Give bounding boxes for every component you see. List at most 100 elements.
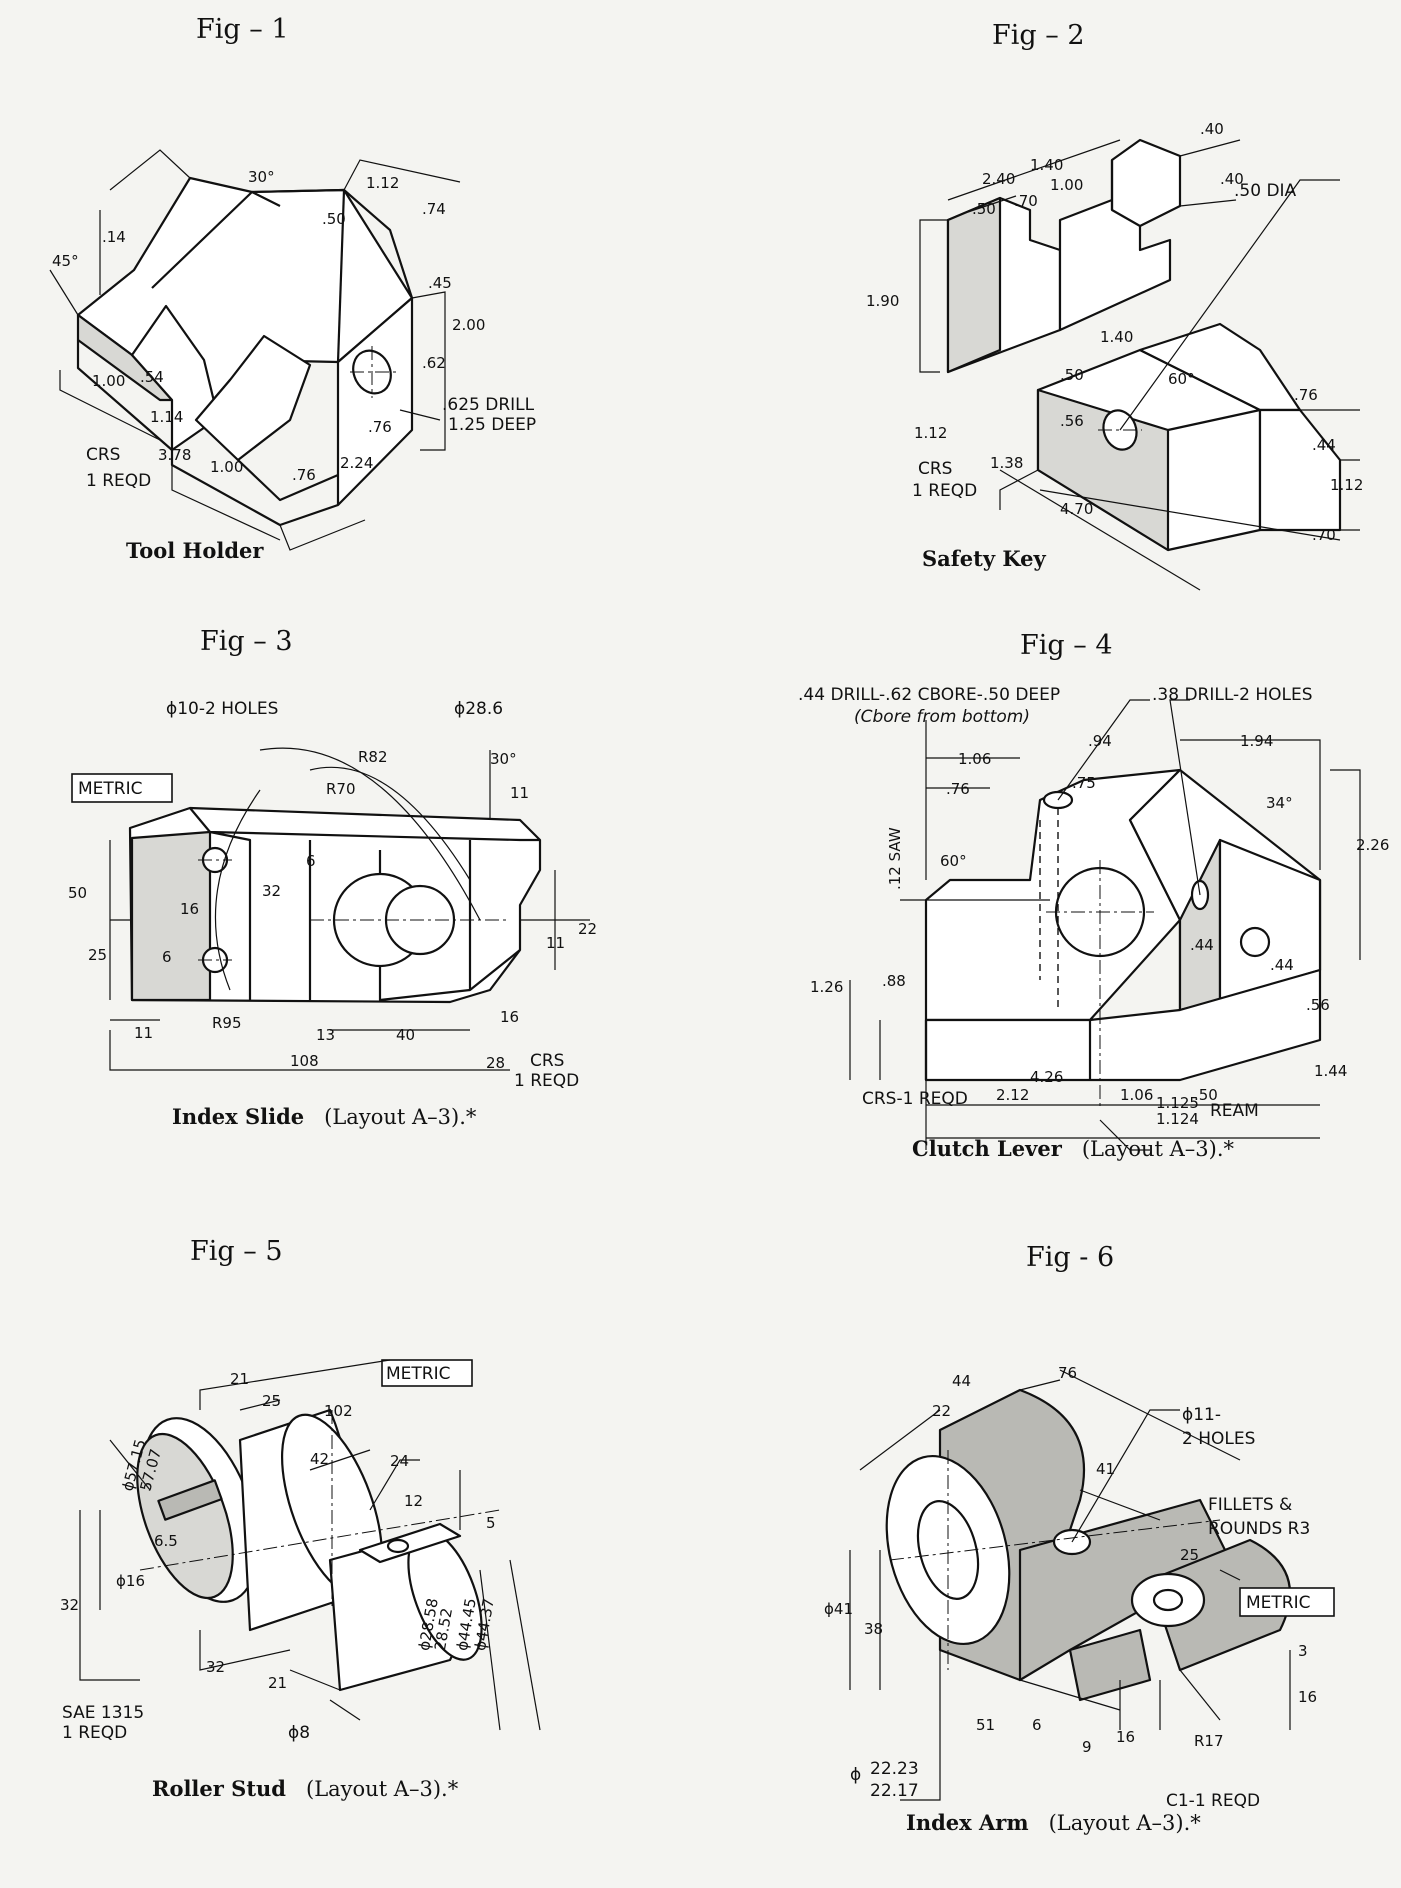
- fig6-bore-min: 22.17: [870, 1781, 919, 1801]
- fig2-quantity: 1 REQD: [912, 481, 977, 501]
- fig1-dim-224: 2.24: [340, 454, 373, 472]
- fig4-dim-50: .50: [1194, 1086, 1218, 1104]
- fig4-caption-layout: (Layout A–3).*: [1081, 1137, 1235, 1161]
- fig5-dim-32: 32: [60, 1596, 79, 1614]
- fig4-dim-226: 2.26: [1356, 836, 1389, 854]
- fig2-safety-key-drawing: 2.40 1.40 1.00 .50 .70 .40 .40 1.90 .50 …: [866, 120, 1363, 591]
- fig4-drill-holes: .38 DRILL-2 HOLES: [1152, 685, 1313, 705]
- fig5-dim-25: 25: [262, 1392, 281, 1410]
- fig1-drill-depth: 1.25 DEEP: [448, 415, 536, 435]
- fig6-dim-38: 38: [864, 1620, 883, 1638]
- fig5-dim-102: 102: [324, 1402, 353, 1420]
- fig3-r95: R95: [212, 1014, 242, 1032]
- fig6-holes-dia: ϕ11-: [1182, 1405, 1221, 1425]
- fig2-dim-240: 2.40: [982, 170, 1015, 188]
- fig1-dim-100: 1.00: [92, 372, 125, 390]
- fig3-dim-30deg: 30°: [490, 750, 517, 768]
- fig5-title: Fig – 5: [190, 1236, 283, 1267]
- fig4-saw-note: .12 SAW: [886, 827, 904, 890]
- fig2-dim-470: 4.70: [1060, 500, 1093, 518]
- fig4-dim-34deg: 34°: [1266, 794, 1293, 812]
- fig6-dim-16b: 16: [1116, 1728, 1135, 1746]
- fig4-ream-note: REAM: [1210, 1101, 1259, 1121]
- fig3-dim-11b: 11: [546, 934, 565, 952]
- fig3-r70: R70: [326, 780, 356, 798]
- fig6-holes-count: 2 HOLES: [1182, 1429, 1255, 1449]
- fig1-dim-30deg: 30°: [248, 168, 275, 186]
- fig5-dim-65: 6.5: [154, 1532, 178, 1550]
- fig1-dim-200: 2.00: [452, 316, 485, 334]
- fig4-dim-106: 1.06: [958, 750, 991, 768]
- fig5-caption-wrap: Roller Stud (Layout A–3).*: [152, 1776, 458, 1801]
- fig1-quantity: 1 REQD: [86, 471, 151, 491]
- fig6-dim-9: 9: [1082, 1738, 1092, 1756]
- fig2-dia-note: .50 DIA: [1234, 181, 1297, 201]
- fig6-dim-41b: ϕ41: [824, 1600, 853, 1618]
- fig4-dim-60deg: 60°: [940, 852, 967, 870]
- fig4-dim-126: 1.26: [810, 978, 843, 996]
- fig2-dim-76: .76: [1294, 386, 1318, 404]
- fig5-caption: Roller Stud: [152, 1776, 286, 1801]
- fig1-dim-50: .50: [322, 210, 346, 228]
- fig1-dim-378: 3.78: [158, 446, 191, 464]
- fig5-quantity: 1 REQD: [62, 1723, 127, 1743]
- fig4-ream-max: 1.125: [1156, 1094, 1199, 1112]
- fig5-dim-32b: 32: [206, 1658, 225, 1676]
- fig6-dim-6: 6: [1032, 1716, 1042, 1734]
- fig6-dim-16: 16: [1298, 1688, 1317, 1706]
- fig4-dim-106b: 1.06: [1120, 1086, 1153, 1104]
- fig5-dim-42: 42: [310, 1450, 329, 1468]
- fig5-dim-24: 24: [390, 1452, 409, 1470]
- fig3-dim-50: 50: [68, 884, 87, 902]
- fig3-caption-wrap: Index Slide (Layout A–3).*: [172, 1104, 476, 1129]
- fig6-dim-41: 41: [1096, 1460, 1115, 1478]
- fig2-title: Fig – 2: [992, 20, 1085, 51]
- fig1-dim-74: .74: [422, 200, 446, 218]
- fig4-drill-note: .44 DRILL-.62 CBORE-.50 DEEP: [798, 685, 1060, 705]
- fig2-dim-40b: .40: [1220, 170, 1244, 188]
- fig5-dim-12: 12: [404, 1492, 423, 1510]
- fig6-caption: Index Arm: [906, 1810, 1029, 1835]
- fig4-dim-44b: .44: [1270, 956, 1294, 974]
- fig3-title: Fig – 3: [200, 626, 293, 657]
- fig3-dim-11a: 11: [510, 784, 529, 802]
- fig6-caption-wrap: Index Arm (Layout A–3).*: [906, 1810, 1201, 1835]
- fig1-dim-54: .54: [140, 368, 164, 386]
- fig6-bore-symbol: ϕ: [850, 1765, 861, 1785]
- fig3-caption: Index Slide: [172, 1104, 305, 1129]
- fig2-dim-40a: .40: [1200, 120, 1224, 138]
- fig3-dim-28: 28: [486, 1054, 505, 1072]
- fig4-dim-94: .94: [1088, 732, 1112, 750]
- fig6-dim-25: 25: [1180, 1546, 1199, 1564]
- fig5-dim-16: ϕ16: [116, 1572, 145, 1590]
- fig5-material: SAE 1315: [62, 1703, 144, 1723]
- fig6-dim-51: 51: [976, 1716, 995, 1734]
- fig2-dim-44: .44: [1312, 436, 1336, 454]
- fig6-r17: R17: [1194, 1732, 1224, 1750]
- fig3-dim-11c: 11: [134, 1024, 153, 1042]
- fig3-dim-25: 25: [88, 946, 107, 964]
- fig1-tool-holder-drawing: 30° 45° .14 1.12 .74 .50 2.00 .62 .45 1.…: [49, 149, 536, 551]
- fig5-dim-21: 21: [230, 1370, 249, 1388]
- fig5-roller-stud-drawing: METRIC 21 25 102 42: [60, 1359, 541, 1743]
- fig3-r82: R82: [358, 748, 388, 766]
- fig3-holes-note: ϕ10-2 HOLES: [166, 699, 278, 719]
- fig3-material: CRS: [530, 1051, 564, 1071]
- fig3-dim-16: 16: [180, 900, 199, 918]
- fig3-dim-6b: 6: [162, 948, 172, 966]
- fig4-title: Fig – 4: [1020, 630, 1113, 661]
- fig4-dim-426: 4.26: [1030, 1068, 1063, 1086]
- fig3-dim-32: 32: [262, 882, 281, 900]
- fig3-quantity: 1 REQD: [514, 1071, 579, 1091]
- fig6-bore-max: 22.23: [870, 1759, 919, 1779]
- fig2-dim-70b: .70: [1312, 526, 1336, 544]
- fig4-clutch-lever-drawing: .44 DRILL-.62 CBORE-.50 DEEP (Cbore from…: [798, 685, 1389, 1151]
- fig2-dim-112: 1.12: [1330, 476, 1363, 494]
- fig2-dim-190: 1.90: [866, 292, 899, 310]
- fig1-material: CRS: [86, 445, 120, 465]
- fig4-dim-144: 1.44: [1314, 1062, 1347, 1080]
- fig3-dim-16b: 16: [500, 1008, 519, 1026]
- fig3-bore-dia: ϕ28.6: [454, 699, 503, 719]
- fig2-dim-140: 1.40: [1030, 156, 1063, 174]
